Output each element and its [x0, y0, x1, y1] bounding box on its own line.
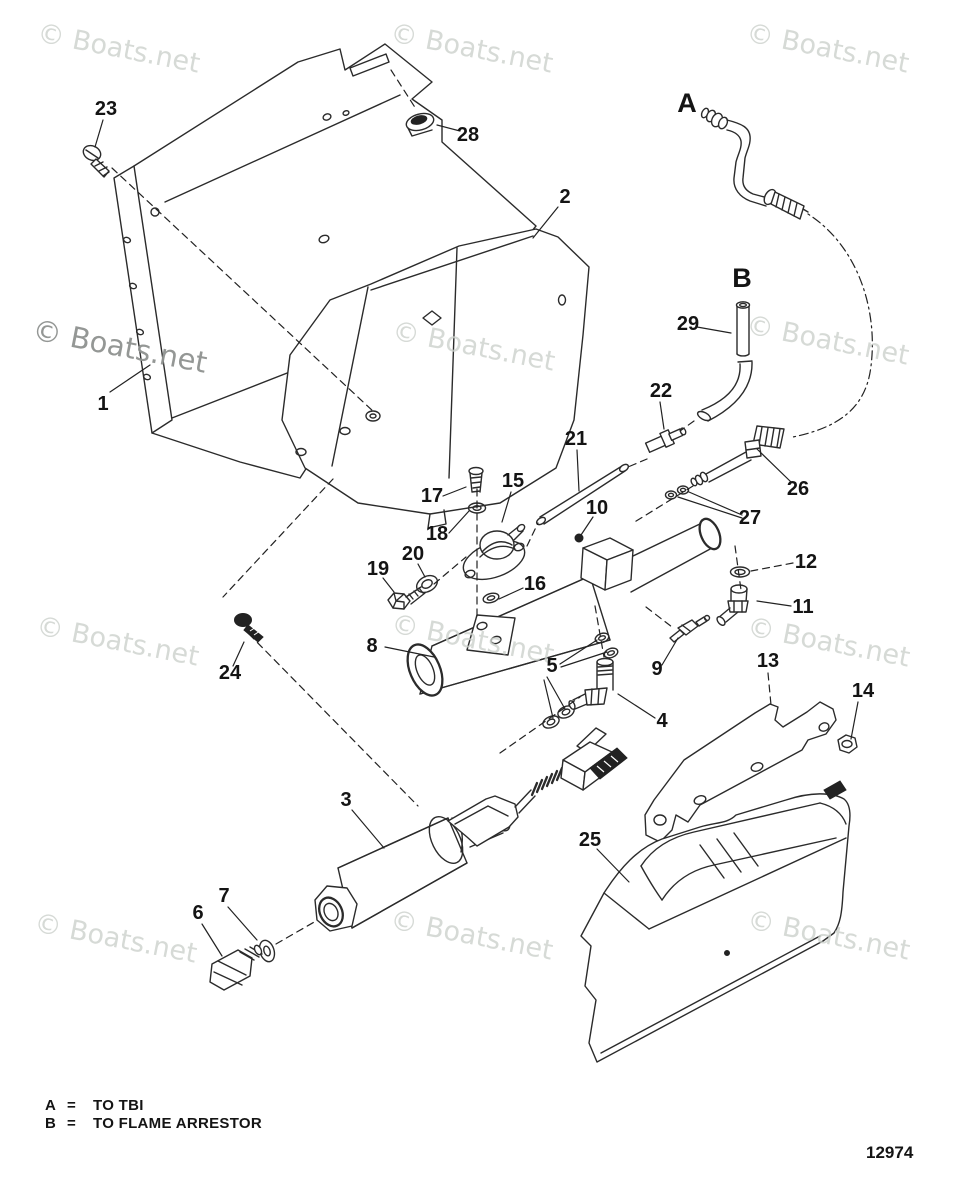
assembly-axis-screw23 [111, 167, 376, 414]
callout-7: 7 [218, 885, 229, 907]
callout-27: 27 [739, 507, 761, 529]
callout-13: 13 [757, 650, 779, 672]
axis-22-21 [627, 458, 648, 468]
part-screw-17 [468, 466, 484, 493]
callout-4: 4 [656, 710, 668, 732]
section-label-A: A [677, 88, 697, 118]
part-fitting-4 [568, 657, 614, 710]
part-screw-23 [82, 144, 110, 178]
callout-19: 19 [367, 558, 389, 580]
part-screw-24 [234, 613, 264, 643]
axis-rail-fitting4 [594, 605, 605, 658]
part-washer-7 [258, 939, 276, 963]
axis-29-22 [679, 420, 695, 432]
legend-value: TO FLAME ARRESTOR [93, 1115, 262, 1132]
axis-pump-fitting4 [499, 696, 581, 754]
part-o-ring-12 [729, 566, 751, 578]
part-vent-tube-29 [696, 301, 753, 422]
callout-1: 1 [97, 393, 108, 415]
callout-18: 18 [426, 523, 448, 545]
watermark: © Boats.net [744, 18, 912, 80]
part-fitting-6 [209, 944, 263, 991]
part-check-valve-22 [644, 427, 687, 453]
part-cover-25 [580, 780, 851, 1063]
legend-row-b: B = TO FLAME ARRESTOR [45, 1115, 262, 1133]
hose-route-line [792, 213, 873, 438]
part-washer-20 [415, 574, 439, 594]
axis-bolt19 [433, 556, 467, 585]
callout-17: 17 [421, 485, 443, 507]
callout-23: 23 [95, 98, 117, 120]
drawing-number: 12974 [866, 1143, 914, 1162]
part-nut-14 [837, 734, 858, 754]
part-o-rings-27 [664, 485, 690, 500]
legend: A = TO TBI B = TO FLAME ARRESTOR [45, 1097, 262, 1133]
watermark: © Boats.net [32, 908, 200, 970]
callout-29: 29 [677, 313, 699, 335]
section-label-B: B [732, 263, 752, 293]
watermark: © Boats.net [35, 18, 203, 80]
callout-20: 20 [402, 543, 424, 565]
axis-6-7-pump [275, 920, 317, 945]
callout-3: 3 [340, 789, 351, 811]
callout-2: 2 [559, 186, 570, 208]
part-hose-to-tbi-A [700, 107, 809, 220]
legend-value: TO TBI [93, 1097, 144, 1114]
callout-6: 6 [192, 902, 203, 924]
axis-rail-fitting11 [734, 545, 742, 591]
part-washer-16 [482, 592, 500, 604]
legend-key: A [45, 1097, 57, 1114]
callout-12: 12 [795, 551, 817, 573]
part-clip-10 [574, 533, 584, 543]
axis-screw24-down [248, 633, 419, 807]
part-fuel-line-26 [690, 425, 785, 487]
callout-21: 21 [565, 428, 587, 450]
callout-16: 16 [524, 573, 546, 595]
callout-15: 15 [502, 470, 524, 492]
callout-28: 28 [457, 124, 479, 146]
callout-24: 24 [219, 662, 242, 684]
axis-sensor9 [645, 606, 673, 628]
callout-leader-lines [94, 119, 859, 957]
part-pressure-regulator-15 [462, 523, 526, 581]
part-fitting-11 [716, 584, 749, 626]
legend-equals: = [67, 1097, 77, 1114]
callout-9: 9 [651, 658, 662, 680]
part-heat-shield-2 [281, 228, 590, 529]
assembly-axis-grommet28 [390, 69, 417, 110]
axis-screw24-up [222, 478, 334, 598]
callout-11: 11 [792, 596, 813, 618]
part-fuel-rail-8 [406, 517, 722, 697]
callout-22: 22 [650, 380, 672, 402]
callout-26: 26 [787, 478, 809, 500]
watermark: © Boats.net [34, 611, 202, 673]
part-tube-21 [535, 463, 630, 526]
part-bolt-19 [387, 586, 426, 610]
legend-equals: = [67, 1115, 77, 1132]
axis-26-rail [632, 485, 694, 524]
part-grommet-28 [405, 112, 435, 137]
watermark: © Boats.net [388, 905, 556, 967]
axis-regulator-tube21 [526, 522, 539, 547]
callout-5: 5 [546, 655, 557, 677]
part-fuel-pump-3 [314, 727, 628, 932]
part-sensor-9 [669, 614, 711, 643]
watermark: © Boats.net [744, 310, 912, 372]
callout-8: 8 [366, 635, 377, 657]
callout-25: 25 [579, 829, 601, 851]
legend-row-a: A = TO TBI [45, 1097, 262, 1115]
callout-10: 10 [586, 497, 608, 519]
part-bracket-13 [644, 701, 837, 843]
legend-key: B [45, 1115, 57, 1132]
callout-14: 14 [852, 680, 875, 702]
